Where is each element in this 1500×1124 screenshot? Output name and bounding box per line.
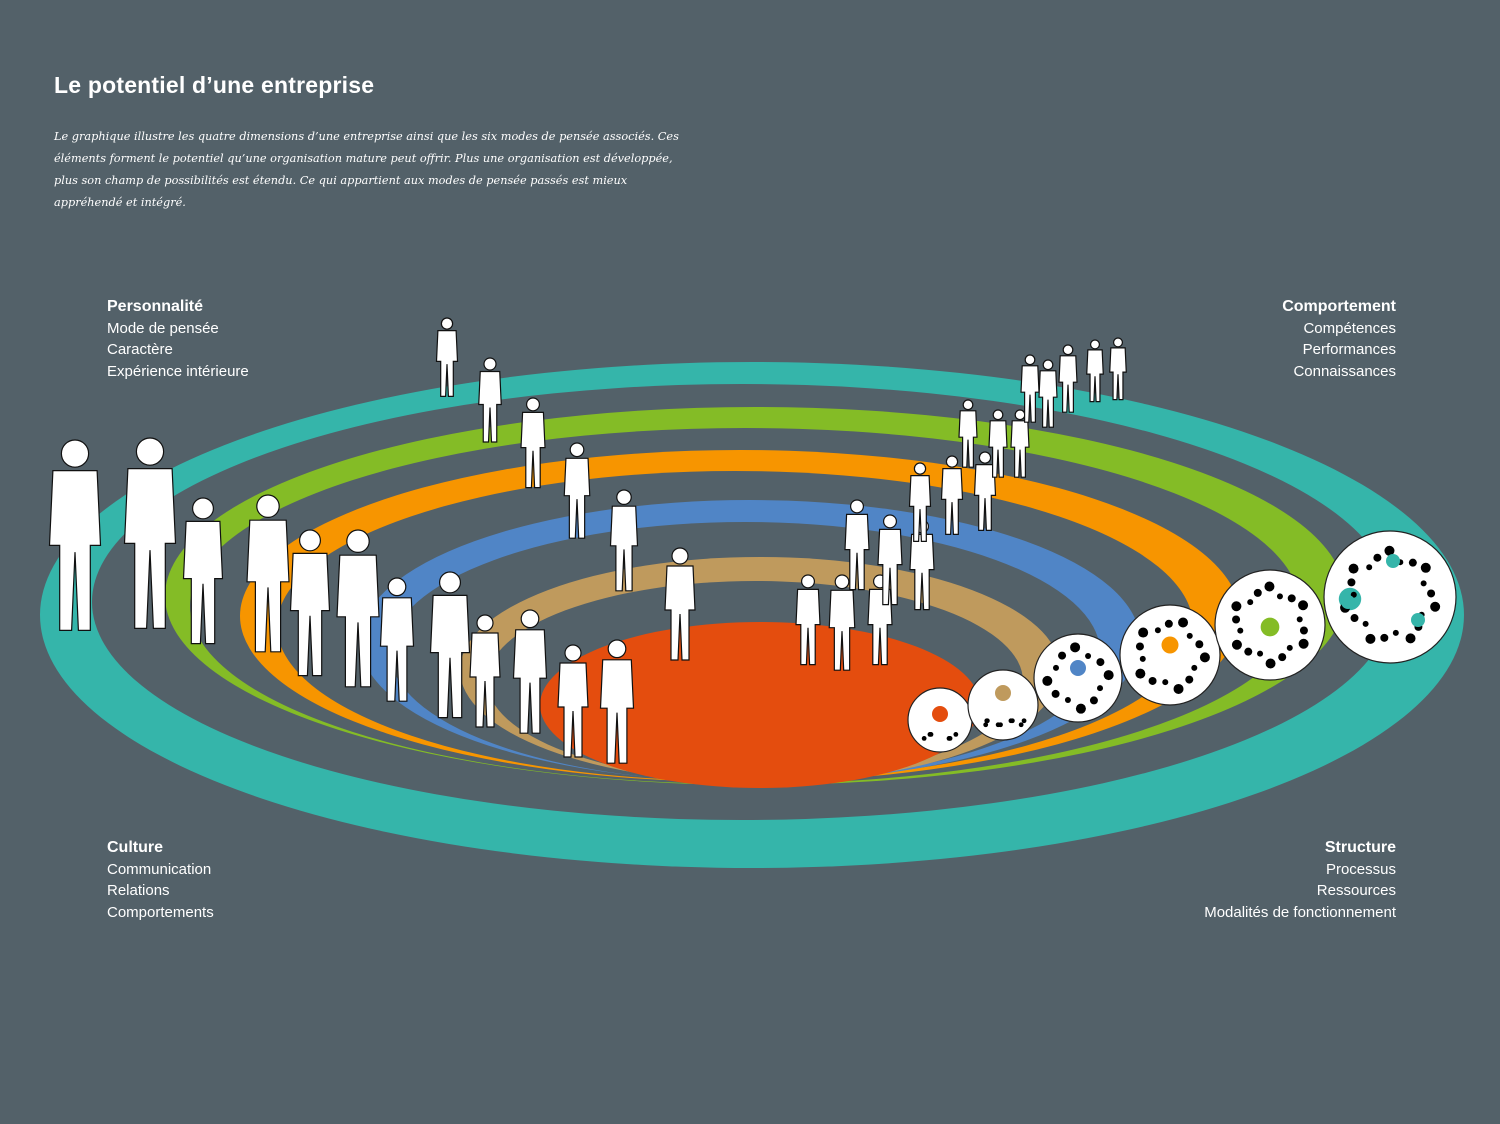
person-figure xyxy=(973,451,997,532)
person-figure xyxy=(48,439,102,632)
person-figure xyxy=(478,357,502,443)
quadrant-heading: Culture xyxy=(107,839,163,856)
quadrant-item: Performances xyxy=(1302,341,1396,358)
quadrant-item: Compétences xyxy=(1303,319,1396,337)
person-figure xyxy=(958,399,978,468)
mode-badge-tan xyxy=(967,669,1039,741)
person-figure xyxy=(123,437,177,630)
person-figure xyxy=(664,547,696,661)
person-figure xyxy=(512,609,548,734)
mode-badge-red xyxy=(907,687,973,753)
mode-dot xyxy=(1260,617,1280,637)
quadrant-structure: Structure Processus Ressources Modalités… xyxy=(1204,837,1396,923)
person-figure xyxy=(599,639,635,764)
mode-dot xyxy=(1161,636,1179,654)
person-figure xyxy=(1086,339,1104,403)
person-figure xyxy=(1058,344,1078,413)
person-figure xyxy=(379,577,415,702)
mode-badge-green xyxy=(1214,569,1326,681)
quadrant-culture: Culture Communication Relations Comporte… xyxy=(107,837,214,923)
person-figure xyxy=(940,455,964,536)
quadrant-heading: Structure xyxy=(1324,839,1396,856)
quadrant-item: Connaissances xyxy=(1293,362,1396,380)
quadrant-item: Processus xyxy=(1325,860,1396,878)
person-figure xyxy=(988,409,1008,478)
page-title: Le potentiel d’une entreprise xyxy=(54,72,375,98)
person-figure xyxy=(795,574,821,666)
mode-dot xyxy=(1070,660,1086,676)
person-figure xyxy=(435,317,459,398)
person-figure xyxy=(557,644,589,758)
mode-dot xyxy=(995,685,1011,701)
mode-badge-blue xyxy=(1033,633,1123,723)
quadrant-personnalite: Personnalité Mode de pensée Caractère Ex… xyxy=(107,296,249,382)
mode-dot xyxy=(932,706,948,722)
quadrant-item: Ressources xyxy=(1316,882,1396,899)
mode-badge-orange xyxy=(1119,604,1221,706)
quadrant-item: Mode de pensée xyxy=(107,319,219,337)
quadrant-heading: Personnalité xyxy=(107,298,204,315)
mode-badge-teal xyxy=(1323,530,1457,664)
person-figure xyxy=(182,497,224,645)
quadrant-comportement: Comportement Compétences Performances Co… xyxy=(1282,296,1396,382)
person-figure xyxy=(246,494,290,653)
description: Le graphique illustre les quatre dimensi… xyxy=(54,130,679,209)
person-figure xyxy=(1010,409,1030,478)
quadrant-item: Communication xyxy=(107,860,212,878)
person-figure xyxy=(877,514,903,606)
quadrant-item: Comportements xyxy=(107,903,214,921)
person-figure xyxy=(1038,359,1058,428)
quadrant-item: Expérience intérieure xyxy=(107,362,249,380)
person-figure xyxy=(828,574,856,671)
person-figure xyxy=(563,442,591,539)
person-figure xyxy=(1109,337,1127,401)
person-figure xyxy=(336,529,380,688)
person-figure xyxy=(429,571,471,719)
person-figure xyxy=(469,614,501,728)
quadrant-item: Caractère xyxy=(107,341,173,358)
ring-red xyxy=(540,622,980,788)
person-figure xyxy=(844,499,870,591)
person-figure xyxy=(520,397,546,489)
person-figure xyxy=(908,462,932,543)
person-figure xyxy=(1020,354,1040,423)
quadrant-heading: Comportement xyxy=(1282,298,1396,315)
quadrant-item: Modalités de fonctionnement xyxy=(1204,903,1396,921)
quadrant-item: Relations xyxy=(107,882,170,899)
person-figure xyxy=(609,489,639,592)
person-figure xyxy=(289,529,331,677)
